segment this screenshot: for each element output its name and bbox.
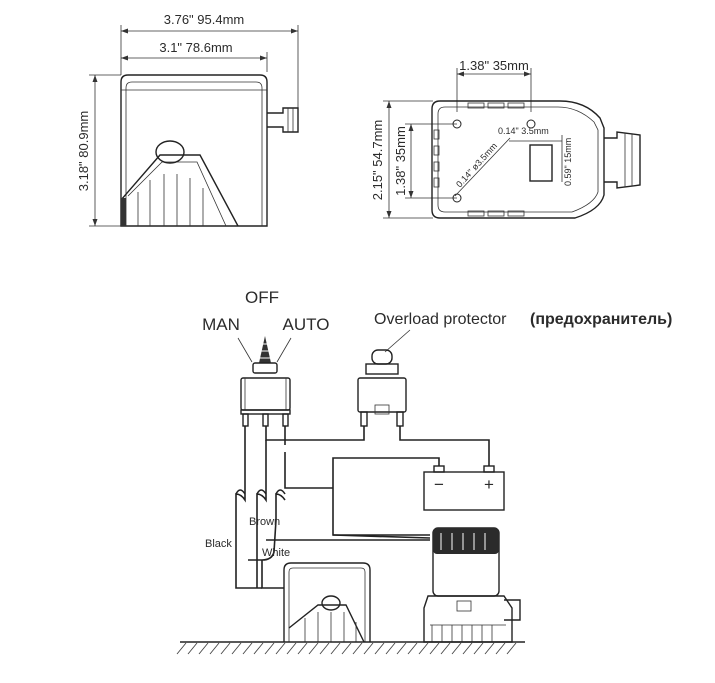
ground-hatch-stroke: [429, 642, 440, 655]
ground-hatch-stroke: [451, 642, 462, 655]
top-edge-offset-label: 0.14" 3.5mm: [498, 126, 549, 136]
ground-hatch-stroke: [209, 642, 220, 655]
top-outlet-diameter-label: 0.59" 15mm: [563, 138, 573, 186]
ground-hatch-stroke: [308, 642, 319, 655]
side-width-overall-label: 3.76" 95.4mm: [164, 12, 245, 27]
ground-hatch-stroke: [440, 642, 451, 655]
ground-hatch-stroke: [462, 642, 473, 655]
ground-hatch-stroke: [341, 642, 352, 655]
battery-plus-label: +: [484, 475, 494, 494]
ground-hatch-stroke: [286, 642, 297, 655]
ground-hatch-stroke: [220, 642, 231, 655]
ground-hatch-stroke: [374, 642, 385, 655]
protector-label: Overload protector: [374, 311, 507, 328]
top-view-drawing: 1.38" 35mm 2.15" 54.7mm 1.38" 35mm: [370, 58, 641, 219]
ground-hatch-stroke: [484, 642, 495, 655]
switch-auto-label: AUTO: [283, 315, 330, 334]
ground-hatch-stroke: [506, 642, 517, 655]
ground-hatch-stroke: [253, 642, 264, 655]
top-mount-spacing-x-label: 1.38" 35mm: [459, 58, 529, 73]
side-height-label: 3.18" 80.9mm: [76, 111, 91, 192]
battery: − +: [423, 465, 505, 511]
wiring-diagram: OFF MAN AUTO Overload protector (предохр…: [176, 288, 672, 655]
ground-hatch-stroke: [495, 642, 506, 655]
ground-hatch-stroke: [319, 642, 330, 655]
switch-off-label: OFF: [245, 288, 279, 307]
top-width-label: 2.15" 54.7mm: [370, 120, 385, 201]
ground-hatch-stroke: [473, 642, 484, 655]
ground-hatch-stroke: [407, 642, 418, 655]
bilge-pump: [423, 527, 521, 643]
ground-hatch-stroke: [198, 642, 209, 655]
ground-hatch-stroke: [242, 642, 253, 655]
ground-hatch-stroke: [418, 642, 429, 655]
ground-hatch-stroke: [330, 642, 341, 655]
float-switch-unit: [283, 562, 371, 643]
switch-man-label: MAN: [202, 315, 240, 334]
ground-hatch-stroke: [275, 642, 286, 655]
ground-hatch-stroke: [176, 642, 187, 655]
ground-hatch-stroke: [352, 642, 363, 655]
wire-black-label: Black: [205, 538, 232, 550]
ground-hatch-stroke: [264, 642, 275, 655]
top-hole-diameter-label: 0.14" ø3.5mm: [454, 141, 499, 189]
side-view-drawing: 3.76" 95.4mm 3.1" 78.6mm 3.18" 80.9mm: [76, 12, 299, 227]
side-width-body-label: 3.1" 78.6mm: [159, 40, 232, 55]
battery-minus-label: −: [434, 475, 444, 494]
ground-hatch-stroke: [385, 642, 396, 655]
top-mount-spacing-y-label: 1.38" 35mm: [393, 126, 408, 196]
ground-hatch-stroke: [363, 642, 374, 655]
ground-hatch-stroke: [231, 642, 242, 655]
overload-protector: [357, 349, 407, 427]
ground-hatch-stroke: [187, 642, 198, 655]
ground-line: [176, 641, 525, 655]
protector-label-ru: (предохранитель): [530, 311, 672, 328]
wire-routing: [235, 426, 490, 589]
ground-hatch-stroke: [297, 642, 308, 655]
wire-white-label: White: [262, 547, 290, 559]
selector-switch: [240, 336, 291, 427]
wire-brown-label: Brown: [249, 516, 280, 528]
ground-hatch-stroke: [396, 642, 407, 655]
